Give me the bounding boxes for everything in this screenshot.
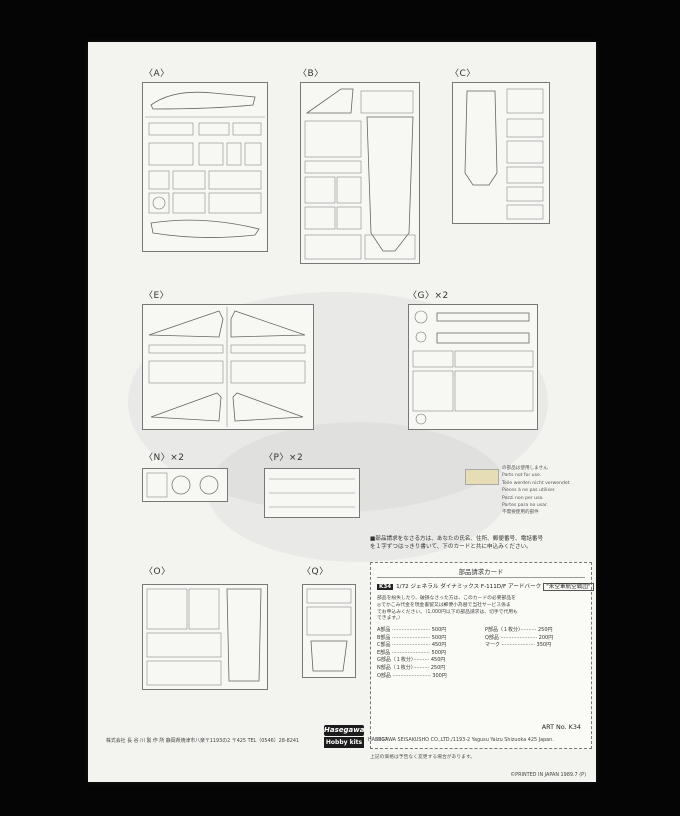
price-column-left: A部品 ························ 500円 B部品 ··… [377,627,447,680]
price-row: C部品 ························ 450円 [377,642,447,649]
card-divider [377,577,585,578]
section-label-n: 〈N〉×2 [144,453,185,463]
price-row: B部品 ························ 500円 [377,634,447,641]
kit-code-badge: K34 [377,584,394,590]
section-label-o: 〈O〉 [144,567,171,577]
instruction-sheet: 〈A〉 〈B〉 〈C〉 〈E〉 〈G〉×2 〈N〉×2 〈P〉×2 〈O〉 〈Q… [88,42,596,782]
price-change-note: 上記の価格は予告なく変更する場合があります。 [370,755,476,760]
price-row: O部品 ························ 300円 [377,672,447,679]
section-label-a: 〈A〉 [144,69,170,79]
kit-tag: "米空軍航空戦団" [543,583,594,591]
section-label-q: 〈Q〉 [302,567,329,577]
sprue-q-drawing [306,588,352,672]
legend-line: Teile werden nicht verwendet [502,480,570,486]
logo-top: Hasegawa [324,725,365,736]
sprue-q [302,584,356,678]
legend-line: の部品は使用しません [502,466,548,471]
sprue-e-drawing [148,307,306,427]
legend-line: Pezzi non per uso. [502,495,544,501]
card-code: 8907 [375,737,388,743]
price-row: A部品 ························ 500円 [377,627,447,633]
art-number: ART No. K34 [541,723,581,731]
sprue-b-drawing [304,88,416,260]
sprue-p [264,468,360,518]
sprue-a-drawing [145,91,265,238]
footer-address-en: HASEGAWA SEISAKUSHO CO.,LTD./1193-2 Yagu… [368,737,554,743]
sprue-g-drawing [412,310,534,425]
sprue-e [142,304,314,430]
sprue-n-drawing [146,472,219,498]
card-title: 部品請求カード [458,568,504,576]
unused-parts-swatch [465,469,499,485]
footer-address-jp: 株式会社 長 谷 川 製 作 所 静岡県焼津市八楽〒1193の2 〒425 TE… [106,738,300,744]
card-text-line: 部品を紛失したり、破損なさった方は、このカードの必要部品を [377,596,516,601]
legend-line: 不需要使用的部件 [502,510,539,516]
price-row: N部品（１枚分）·········· 250円 [377,664,446,671]
sprue-g [408,304,538,430]
section-label-c: 〈C〉 [450,69,476,79]
logo-bottom: Hobby kits [324,737,364,748]
unused-parts-legend: の部品は使用しません Parts not for use. Teile werd… [458,465,570,517]
legend-line: Parts not for use. [502,473,542,479]
hasegawa-logo: Hasegawa Hobby kits [324,725,364,749]
legend-line: Partes para no usar. [502,503,548,509]
section-label-p: 〈P〉×2 [264,453,304,463]
printed-in-japan: ©PRINTED IN JAPAN 1989.7 (P) [510,772,586,778]
sprue-o-drawing [146,588,262,686]
price-column-right: P部品（１枚分）·········· 250円 Q部品 ············… [485,627,553,650]
sprue-c [452,82,550,224]
sprue-p-drawing [269,478,355,508]
card-text-line: ◎でかこみ代金を現金書留又は郵便小為替で当社サービス係ま [377,602,511,608]
order-instructions: ■部品請求をなさる方は、あなたの氏名、住所、郵便番号、電話番号 を１字ずつはっき… [370,536,600,551]
price-row: G部品（１枚分）·········· 450円 [377,657,446,664]
sprue-n [142,468,228,502]
kit-name: 1/72 ジェネラル ダイナミックス F-111D/F アードバーク [396,584,542,590]
sprue-c-drawing [464,88,544,220]
sprue-b [300,82,420,264]
section-label-e: 〈E〉 [144,291,170,301]
section-label-b: 〈B〉 [298,69,324,79]
sprue-a [142,82,268,252]
price-row: Q部品 ······················· 200円 [485,634,554,641]
section-label-g: 〈G〉×2 [408,291,449,301]
order-intro-line: を１字ずつはっきり書いて、下のカードと共に申込みください。 [370,543,532,550]
legend-line: Pieces à ne pas utiliser. [502,488,556,494]
price-row: P部品（１枚分）·········· 250円 [485,627,553,633]
price-row: E部品 ························ 500円 [377,649,447,656]
card-text-line: でお申込みください。（1,000円以下の部品請求は、切手で代用も [377,609,518,615]
sprue-o [142,584,268,690]
order-intro-line: ■部品請求をなさる方は、あなたの氏名、住所、郵便番号、電話番号 [370,536,544,542]
card-text-line: できます。） [377,616,403,622]
card-text: 部品を紛失したり、破損なさった方は、このカードの必要部品を ◎でかこみ代金を現金… [377,596,587,623]
price-row: マーク ····················· 350円 [485,642,552,649]
